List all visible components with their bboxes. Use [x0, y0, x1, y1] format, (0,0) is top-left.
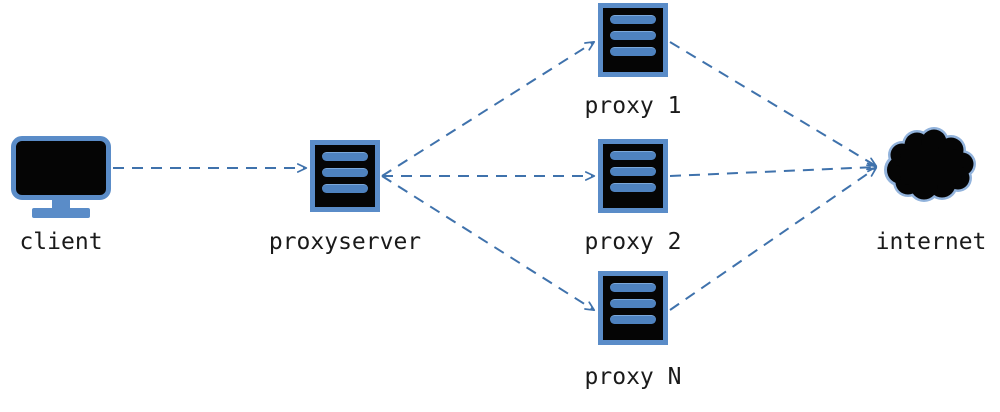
node-internet[interactable]	[872, 124, 982, 208]
server-bar	[321, 168, 369, 177]
node-label-client: client	[19, 229, 103, 255]
server-bar	[609, 31, 657, 40]
server-bar	[609, 47, 657, 56]
edge-proxyN-to-internet	[669, 166, 878, 311]
server-bar	[609, 299, 657, 308]
monitor-screen	[11, 136, 111, 200]
node-proxyserver[interactable]	[310, 140, 380, 212]
server-bar	[321, 152, 369, 161]
server-bar	[609, 283, 657, 292]
node-client[interactable]	[11, 136, 111, 218]
node-proxy-n[interactable]	[598, 271, 668, 345]
monitor-base	[32, 208, 90, 218]
node-proxy-2[interactable]	[598, 139, 668, 213]
node-label-proxy-2: proxy 2	[584, 229, 682, 255]
server-bar	[609, 151, 657, 160]
edge-proxy2-to-internet	[669, 162, 878, 177]
server-bar	[321, 184, 369, 193]
edge-proxy1-to-internet	[669, 41, 878, 168]
node-label-proxy-n: proxy N	[584, 364, 682, 390]
server-bar	[609, 315, 657, 324]
server-bar	[609, 15, 657, 24]
server-bar	[609, 167, 657, 176]
node-label-proxy-1: proxy 1	[584, 93, 682, 119]
monitor-neck	[52, 198, 70, 210]
cloud-shape	[884, 127, 976, 202]
node-label-internet: internet	[875, 229, 987, 255]
edge-proxyserver-to-proxy1	[381, 40, 596, 177]
server-bar	[609, 183, 657, 192]
node-proxy-1[interactable]	[598, 3, 668, 77]
node-label-proxyserver: proxyserver	[268, 229, 422, 255]
